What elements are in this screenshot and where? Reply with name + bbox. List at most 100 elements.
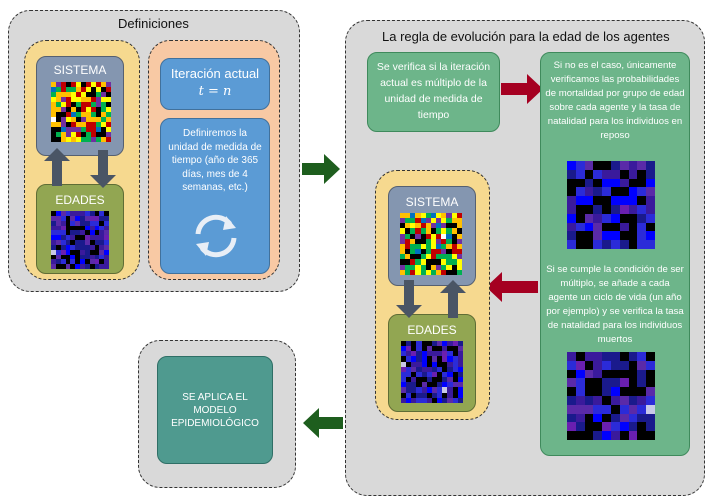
grid-cell bbox=[436, 269, 442, 275]
grid-cell bbox=[71, 97, 76, 102]
grid-cell bbox=[75, 259, 80, 265]
grid-cell bbox=[66, 112, 71, 117]
grid-cell bbox=[410, 264, 416, 270]
grid-cell bbox=[611, 161, 620, 170]
grid-cell bbox=[81, 117, 86, 122]
grid-cell bbox=[416, 351, 422, 357]
grid-cell bbox=[456, 223, 462, 229]
grid-cell bbox=[457, 341, 463, 347]
grid-cell bbox=[80, 264, 85, 269]
grid-cell bbox=[89, 211, 95, 216]
grid-cell bbox=[400, 228, 406, 234]
grid-cell bbox=[410, 223, 416, 229]
grid-cell bbox=[441, 218, 447, 224]
grid-cell bbox=[86, 87, 91, 92]
grid-cell bbox=[452, 397, 458, 403]
grid-cell bbox=[447, 397, 453, 403]
grid-cell bbox=[104, 240, 109, 245]
grid-cell bbox=[575, 231, 585, 241]
grid-cell bbox=[61, 92, 66, 97]
grid-cell bbox=[51, 102, 56, 107]
grid-cell bbox=[76, 82, 81, 87]
grid-cell bbox=[71, 122, 76, 127]
grid-cell bbox=[593, 352, 603, 361]
grid-cell bbox=[430, 233, 437, 239]
grid-cell bbox=[71, 132, 76, 137]
grid-cell bbox=[96, 132, 101, 137]
grid-cell bbox=[611, 404, 620, 414]
grid-cell bbox=[567, 196, 576, 205]
grid-cell bbox=[51, 220, 56, 226]
grid-cell bbox=[420, 238, 426, 244]
grid-cell bbox=[619, 422, 629, 432]
grid-cell bbox=[70, 240, 76, 245]
grid-cell bbox=[575, 378, 585, 388]
grid-cell bbox=[637, 213, 647, 223]
grid-cell bbox=[91, 82, 96, 87]
grid-cell bbox=[575, 413, 585, 423]
grid-cell bbox=[96, 137, 101, 142]
grid-cell bbox=[442, 346, 448, 352]
grid-cell bbox=[56, 92, 61, 97]
grid-cell bbox=[99, 220, 105, 226]
grid-cell bbox=[91, 87, 96, 92]
grid-cell bbox=[411, 382, 417, 388]
grid-cell bbox=[405, 264, 411, 270]
grid-cell bbox=[425, 254, 431, 260]
grid-cell bbox=[76, 97, 81, 102]
grid-cell bbox=[406, 366, 412, 372]
grid-cell bbox=[646, 431, 655, 440]
grid-cell bbox=[421, 397, 427, 403]
arrow-back-to-system bbox=[486, 272, 538, 302]
grid-cell bbox=[584, 205, 594, 214]
grid-cell bbox=[646, 196, 655, 205]
grid-cell bbox=[91, 97, 96, 102]
grid-cell bbox=[619, 213, 629, 223]
grid-cell bbox=[441, 213, 447, 219]
grid-cell bbox=[436, 238, 442, 244]
grid-cell bbox=[421, 392, 427, 398]
grid-cell bbox=[575, 404, 585, 414]
grid-cell bbox=[86, 107, 91, 112]
grid-cell bbox=[456, 213, 462, 219]
grid-cell bbox=[619, 404, 629, 414]
grid-cell bbox=[51, 97, 56, 102]
grid-cell bbox=[56, 117, 61, 122]
grid-cell bbox=[430, 264, 437, 270]
grid-cell bbox=[646, 422, 655, 432]
grid-cell bbox=[593, 240, 603, 249]
grid-cell bbox=[426, 346, 432, 352]
grid-cell bbox=[447, 346, 453, 352]
grid-cell bbox=[619, 205, 629, 214]
grid-cell bbox=[425, 249, 431, 255]
grid-cell bbox=[416, 382, 422, 388]
grid-cell bbox=[76, 137, 81, 142]
grid-cell bbox=[575, 387, 585, 396]
grid-cell bbox=[416, 341, 422, 347]
grid-cell bbox=[101, 107, 106, 112]
grid-cell bbox=[575, 369, 585, 379]
grid-cell bbox=[593, 413, 603, 423]
grid-cell bbox=[91, 127, 96, 132]
grid-cell bbox=[56, 137, 61, 142]
grid-cell bbox=[81, 97, 86, 102]
grid-cell bbox=[446, 243, 452, 250]
grid-cell bbox=[415, 243, 421, 250]
grid-cell bbox=[593, 369, 603, 379]
grid-cell bbox=[80, 244, 85, 250]
grid-cell bbox=[431, 382, 438, 388]
grid-cell bbox=[94, 225, 100, 231]
grid-cell bbox=[99, 215, 105, 221]
grid-cell bbox=[446, 254, 452, 260]
grid-cell bbox=[415, 264, 421, 270]
grid-cell bbox=[101, 112, 106, 117]
grid-cell bbox=[567, 352, 576, 361]
grid-cell bbox=[104, 259, 109, 265]
grid-cell bbox=[94, 244, 100, 250]
grid-cell bbox=[441, 249, 447, 255]
grid-cell bbox=[66, 132, 71, 137]
grid-cell bbox=[430, 249, 437, 255]
grid-cell bbox=[446, 269, 452, 275]
grid-cell bbox=[441, 243, 447, 250]
grid-cell bbox=[89, 240, 95, 245]
